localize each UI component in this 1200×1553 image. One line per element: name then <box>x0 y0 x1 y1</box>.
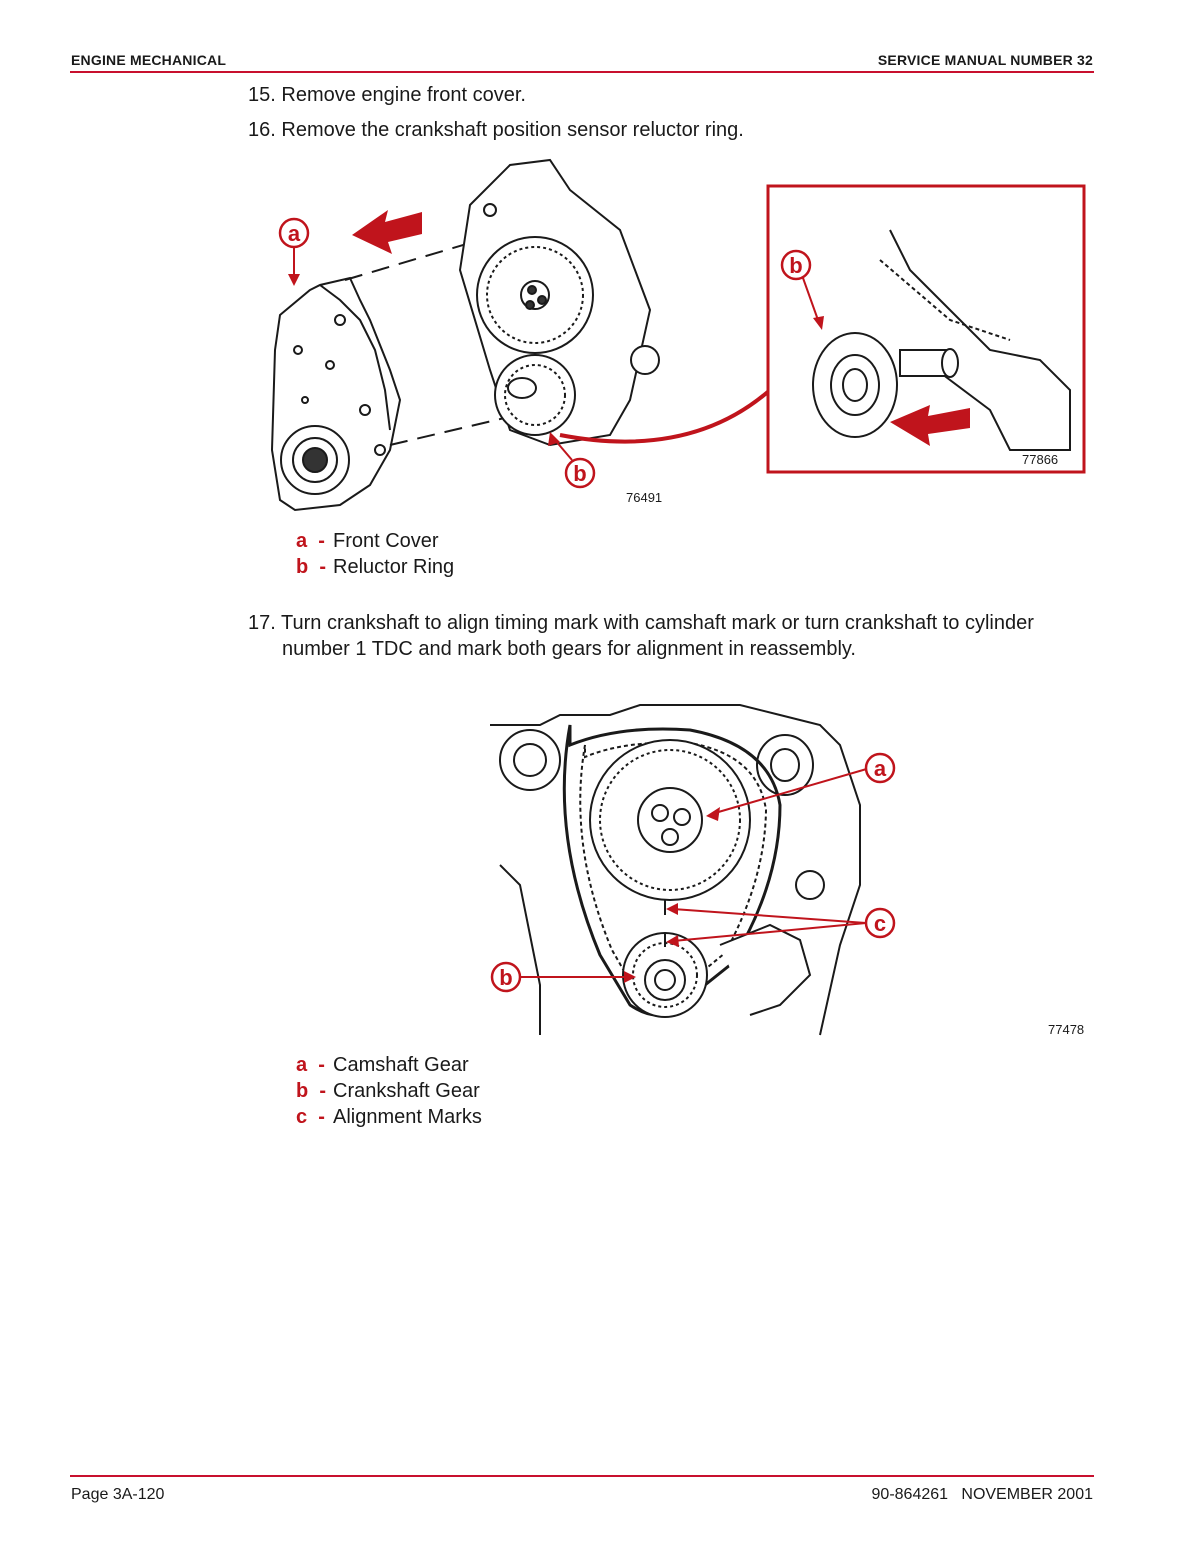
callout-b-crankshaft-gear: b <box>490 961 636 993</box>
callout-a-camshaft-gear: a <box>706 752 896 821</box>
callout-b-reluctor-ring: b <box>548 432 596 489</box>
svg-text:b: b <box>573 461 586 486</box>
footer-rule <box>70 1475 1094 1477</box>
legend-item: a - Front Cover <box>296 528 454 554</box>
figure-front-cover-removal: a b 76491 b 77866 <box>270 158 1086 512</box>
legend-figure-1: a - Front Cover b - Reluctor Ring <box>296 528 454 580</box>
legend-label: Front Cover <box>333 530 439 552</box>
legend-label: Alignment Marks <box>333 1106 482 1128</box>
crankshaft-gear-drawing <box>622 900 708 1018</box>
front-cover-drawing <box>270 276 402 512</box>
inset-detail: b 77866 <box>766 184 1086 474</box>
footer-document-id: 90-864261 NOVEMBER 2001 <box>871 1486 1093 1503</box>
callout-a-front-cover: a <box>278 217 310 286</box>
svg-text:a: a <box>288 221 301 246</box>
svg-text:c: c <box>874 911 886 936</box>
figure-timing-gears: a c b 77478 <box>490 704 1084 1037</box>
legend-key: a - <box>296 1054 325 1076</box>
step-text: Turn crankshaft to align timing mark wit… <box>281 612 1034 634</box>
legend-label: Camshaft Gear <box>333 1054 469 1076</box>
legend-key: a - <box>296 530 325 552</box>
legend-key: b - <box>296 1080 326 1102</box>
step-17: 17. Turn crankshaft to align timing mark… <box>248 610 1034 662</box>
legend-item: b - Reluctor Ring <box>296 554 454 580</box>
legend-item: b - Crankshaft Gear <box>296 1078 482 1104</box>
camshaft-gear-drawing <box>589 739 751 901</box>
step-15: 15. Remove engine front cover. <box>248 82 526 108</box>
inset-figure-number: 77866 <box>1022 452 1058 467</box>
legend-figure-2: a - Camshaft Gear b - Crankshaft Gear c … <box>296 1052 482 1130</box>
crankshaft-socket-drawing <box>719 870 825 1016</box>
footer-page-number: Page 3A-120 <box>71 1486 165 1503</box>
header-manual-number: SERVICE MANUAL NUMBER 32 <box>877 52 1093 68</box>
svg-text:b: b <box>499 965 512 990</box>
legend-item: c - Alignment Marks <box>296 1104 482 1130</box>
removal-direction-arrow <box>352 210 422 254</box>
inset-removal-arrow <box>890 405 970 446</box>
step-number: 15. <box>248 84 276 106</box>
svg-text:a: a <box>874 756 887 781</box>
legend-key: c - <box>296 1106 325 1128</box>
inset-connector-curve <box>559 388 772 444</box>
header-section: ENGINE MECHANICAL <box>71 52 227 68</box>
engine-block-drawing <box>458 158 660 447</box>
step-number: 16. <box>248 119 276 141</box>
header-rule <box>70 71 1094 73</box>
legend-label: Reluctor Ring <box>333 556 455 578</box>
legend-label: Crankshaft Gear <box>333 1080 480 1102</box>
callout-c-alignment-marks: c <box>666 903 896 947</box>
step-text-continued: number 1 TDC and mark both gears for ali… <box>282 638 856 660</box>
step-number: 17. <box>248 612 276 634</box>
figure-number: 77478 <box>1048 1022 1084 1037</box>
timing-cover-drawing <box>490 704 861 1036</box>
step-text: Remove engine front cover. <box>281 84 526 106</box>
legend-key: b - <box>296 556 326 578</box>
inset-callout-b: b <box>789 253 802 278</box>
step-16: 16. Remove the crankshaft position senso… <box>248 117 744 143</box>
step-text: Remove the crankshaft position sensor re… <box>281 119 744 141</box>
legend-item: a - Camshaft Gear <box>296 1052 482 1078</box>
figure-number: 76491 <box>626 490 662 505</box>
